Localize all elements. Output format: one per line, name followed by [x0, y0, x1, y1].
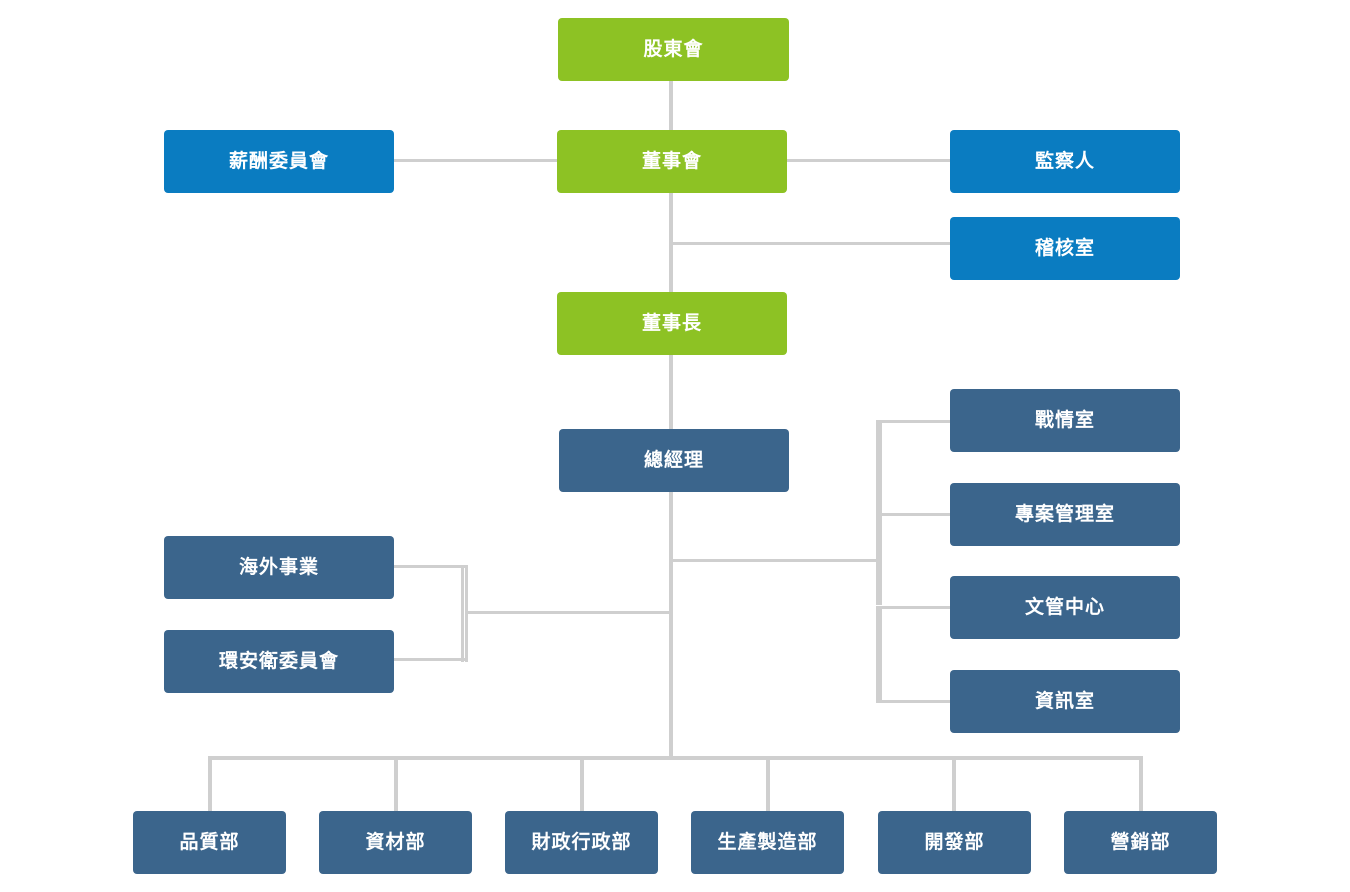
connector-dept-4: [766, 756, 770, 811]
connector-main-vertical: [669, 80, 673, 758]
node-audit-office: 稽核室: [950, 217, 1180, 280]
connector-audit: [671, 242, 950, 245]
node-dept-manufacturing: 生產製造部: [691, 811, 844, 874]
node-chairman: 董事長: [557, 292, 787, 355]
connector-staff-bracket-d: [879, 606, 882, 702]
node-document-center: 文管中心: [950, 576, 1180, 639]
connector-ehs: [394, 658, 468, 661]
node-board: 董事會: [557, 130, 787, 193]
connector-it-office: [876, 700, 950, 703]
connector-dept-3: [580, 756, 584, 811]
connector-dept-1: [208, 756, 212, 811]
connector-staff-trunk: [671, 559, 878, 562]
node-dept-finance-admin: 財政行政部: [505, 811, 658, 874]
connector-document-center: [876, 606, 950, 609]
connector-board-left: [394, 159, 557, 162]
connector-war-room: [876, 420, 950, 423]
connector-dept-5: [952, 756, 956, 811]
connector-pmo: [876, 513, 950, 516]
node-pmo: 專案管理室: [950, 483, 1180, 546]
connector-left-bracket-a: [461, 565, 464, 662]
node-dept-development: 開發部: [878, 811, 1031, 874]
node-general-manager: 總經理: [559, 429, 789, 492]
node-war-room: 戰情室: [950, 389, 1180, 452]
connector-board-right: [787, 159, 950, 162]
connector-dept-2: [394, 756, 398, 811]
connector-dept-6: [1139, 756, 1143, 811]
connector-staff-bracket-c: [876, 606, 879, 702]
connector-staff-bracket-a: [876, 420, 879, 605]
connector-overseas: [394, 565, 468, 568]
node-dept-marketing: 營銷部: [1064, 811, 1217, 874]
node-supervisor: 監察人: [950, 130, 1180, 193]
connector-left-trunk: [466, 611, 673, 614]
node-shareholders: 股東會: [558, 18, 789, 81]
connector-dept-bus: [208, 756, 1143, 760]
node-ehs-committee: 環安衛委員會: [164, 630, 394, 693]
node-dept-materials: 資材部: [319, 811, 472, 874]
node-dept-quality: 品質部: [133, 811, 286, 874]
connector-left-bracket-b: [465, 565, 468, 662]
node-it-office: 資訊室: [950, 670, 1180, 733]
node-overseas-business: 海外事業: [164, 536, 394, 599]
node-remuneration-committee: 薪酬委員會: [164, 130, 394, 193]
connector-staff-bracket-b: [879, 420, 882, 605]
